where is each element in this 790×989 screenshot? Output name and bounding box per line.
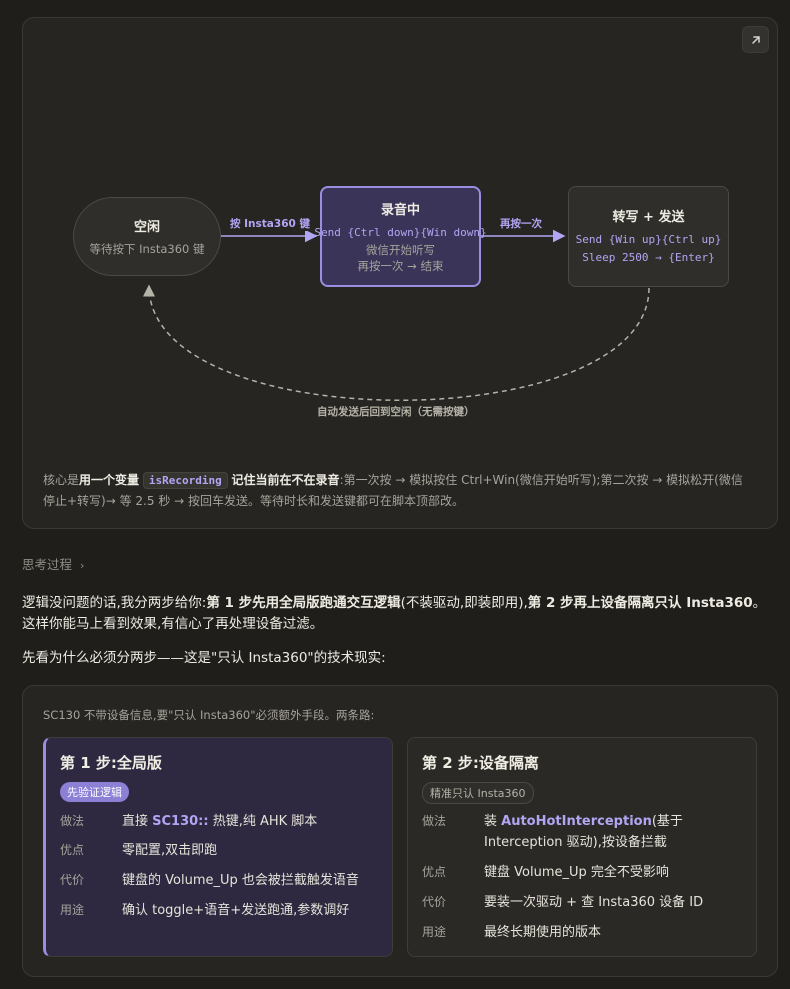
state-node-send: 转写 + 发送 Send {Win up}{Ctrl up} Sleep 250… <box>568 186 729 287</box>
card-row: 优点 键盘 Volume_Up 完全不受影响 <box>422 865 669 880</box>
card-row: 用途 最终长期使用的版本 <box>422 925 602 940</box>
edge-label-press-again: 再按一次 <box>498 216 544 231</box>
node-title: 空闲 <box>133 220 160 235</box>
comparison-panel: SC130 不带设备信息,要"只认 Insta360"必须额外手段。两条路: 第… <box>22 685 778 977</box>
edge-send-to-idle <box>143 284 650 401</box>
state-node-recording: 录音中 Send {Ctrl down}{Win down} 微信开始听写 再按… <box>314 186 487 287</box>
card-row: 代价 要装一次驱动 + 查 Insta360 设备 ID <box>422 895 704 910</box>
node-subtitle: 等待按下 Insta360 键 <box>89 242 205 256</box>
card-row: 做法 装 AutoHotInterception(基于 Interception… <box>422 814 683 850</box>
card-row: 用途 确认 toggle+语音+发送跑通,参数调好 <box>60 903 350 918</box>
card-title: 第 1 步:全局版 <box>60 754 162 772</box>
card-row: 做法 直接 SC130:: 热键,纯 AHK 脚本 <box>60 814 318 829</box>
state-node-idle: 空闲 等待按下 Insta360 键 <box>73 197 221 276</box>
step-2-card: 第 2 步:设备隔离 精准只认 Insta360 做法 装 AutoHotInt… <box>407 737 757 957</box>
state-diagram-panel: 按 Insta360 键 再按一次 自动发送后回到空闲（无需按键） 空闲 等待按… <box>22 17 778 529</box>
response-paragraph: 先看为什么必须分两步——这是"只认 Insta360"的技术现实: <box>22 650 386 666</box>
arrow-up-right-icon <box>751 35 760 44</box>
node-code: Sleep 2500 → {Enter} <box>582 251 715 264</box>
node-line: 微信开始听写 <box>366 243 435 257</box>
card-row: 优点 零配置,双击即跑 <box>60 843 218 858</box>
node-code: Send {Win up}{Ctrl up} <box>575 233 722 246</box>
inline-code: isRecording <box>142 472 228 489</box>
edge-label-press-key: 按 Insta360 键 <box>228 216 312 231</box>
node-code: Send {Ctrl down}{Win down} <box>314 226 487 239</box>
expand-button[interactable] <box>742 26 769 53</box>
node-title: 转写 + 发送 <box>612 210 685 225</box>
card-title: 第 2 步:设备隔离 <box>422 754 539 772</box>
node-line: 再按一次 → 结束 <box>357 259 444 273</box>
flow-arrows <box>143 229 650 401</box>
diagram-note: 核心是用一个变量 isRecording 记住当前在不在录音:第一次按 → 模拟… <box>43 472 743 508</box>
thinking-process-toggle[interactable]: 思考过程› <box>22 557 85 572</box>
edge-label-auto-return: 自动发送后回到空闲（无需按键） <box>315 404 477 419</box>
card-badge: 精准只认 Insta360 <box>422 782 534 804</box>
chevron-right-icon: › <box>80 559 85 572</box>
comparison-intro: SC130 不带设备信息,要"只认 Insta360"必须额外手段。两条路: <box>43 708 375 722</box>
card-row: 代价 键盘的 Volume_Up 也会被拦截触发语音 <box>60 873 359 888</box>
card-badge: 先验证逻辑 <box>60 782 129 802</box>
response-paragraph: 逻辑没问题的话,我分两步给你:第 1 步先用全局版跑通交互逻辑(不装驱动,即装即… <box>22 595 767 632</box>
step-1-card: 第 1 步:全局版 先验证逻辑 做法 直接 SC130:: 热键,纯 AHK 脚… <box>43 737 393 957</box>
node-title: 录音中 <box>380 203 420 218</box>
